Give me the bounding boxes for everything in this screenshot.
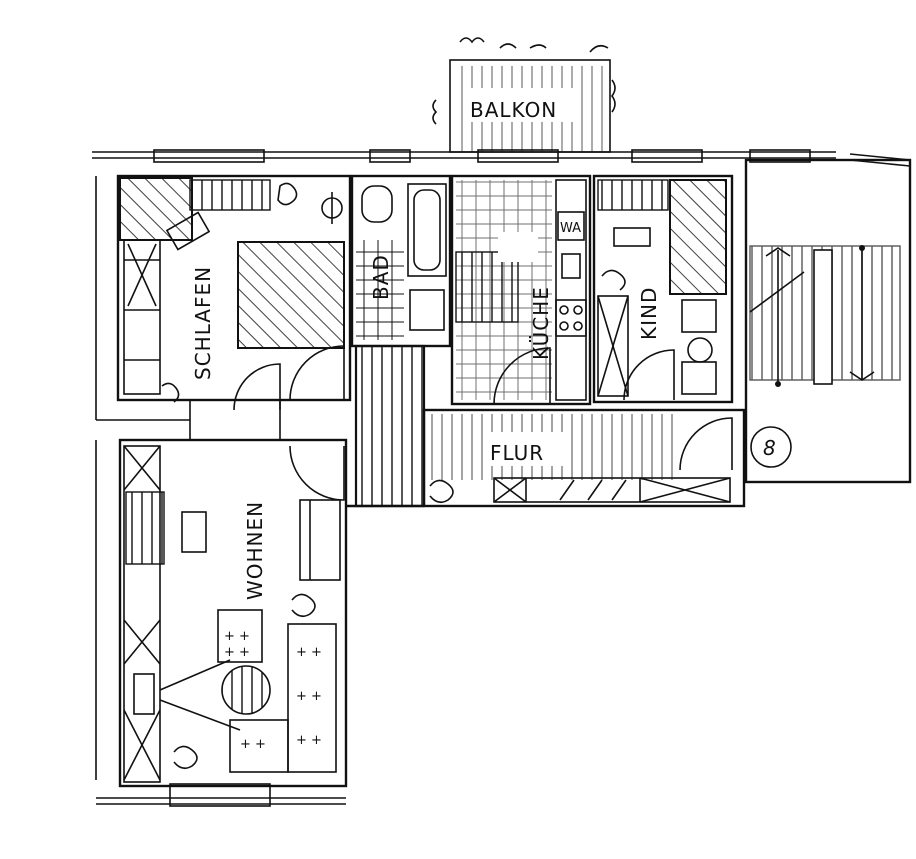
stove-icon [555, 299, 587, 337]
top-windows [153, 149, 811, 163]
plant-icon [161, 382, 180, 403]
hallway-label: FLUR [490, 441, 544, 465]
living-room-label: WOHNEN [243, 501, 267, 600]
plant-icon [277, 182, 298, 206]
plant-icon [601, 269, 626, 291]
svg-text:+ +: + + [296, 645, 322, 660]
staircase: 8 [744, 158, 912, 484]
bathroom-label: BAD [369, 254, 393, 300]
kitchen: WA KÜCHE [450, 174, 592, 406]
child-room-label: KIND [637, 287, 661, 340]
couch-icon: + + + + + + + + [229, 623, 337, 773]
child-room: KIND [592, 174, 734, 404]
plant-icon [459, 37, 609, 53]
child-room-door [623, 349, 675, 401]
entrance-door [679, 417, 733, 471]
svg-text:+ +: + + [296, 689, 322, 704]
svg-text:+ +: + + [224, 629, 250, 644]
living-room-door [289, 445, 345, 501]
living-room: + + + + + + + + + + + + WOHNEN [95, 438, 348, 807]
bedroom-label: SCHLAFEN [191, 266, 215, 380]
plant-icon [429, 479, 454, 504]
stair-number: 8 [763, 436, 776, 460]
hallway: FLUR [289, 344, 746, 508]
svg-text:+ +: + + [224, 645, 250, 660]
kitchen-door [493, 347, 551, 405]
plant-icon [291, 593, 316, 618]
plant-icon [432, 79, 616, 125]
plant-icon [173, 745, 198, 770]
bedroom: SCHLAFEN [116, 174, 352, 411]
svg-text:+ +: + + [240, 737, 266, 752]
bathroom-door [289, 345, 345, 401]
bathroom: BAD [289, 174, 452, 401]
balcony-label: BALKON [470, 98, 557, 122]
balcony: BALKON [432, 37, 616, 153]
interior-walls [95, 176, 424, 508]
wash-basin-label: WA [560, 221, 581, 236]
sofa-icon: + + + + [217, 609, 263, 663]
bedroom-door [233, 363, 281, 411]
svg-text:+ +: + + [296, 733, 322, 748]
